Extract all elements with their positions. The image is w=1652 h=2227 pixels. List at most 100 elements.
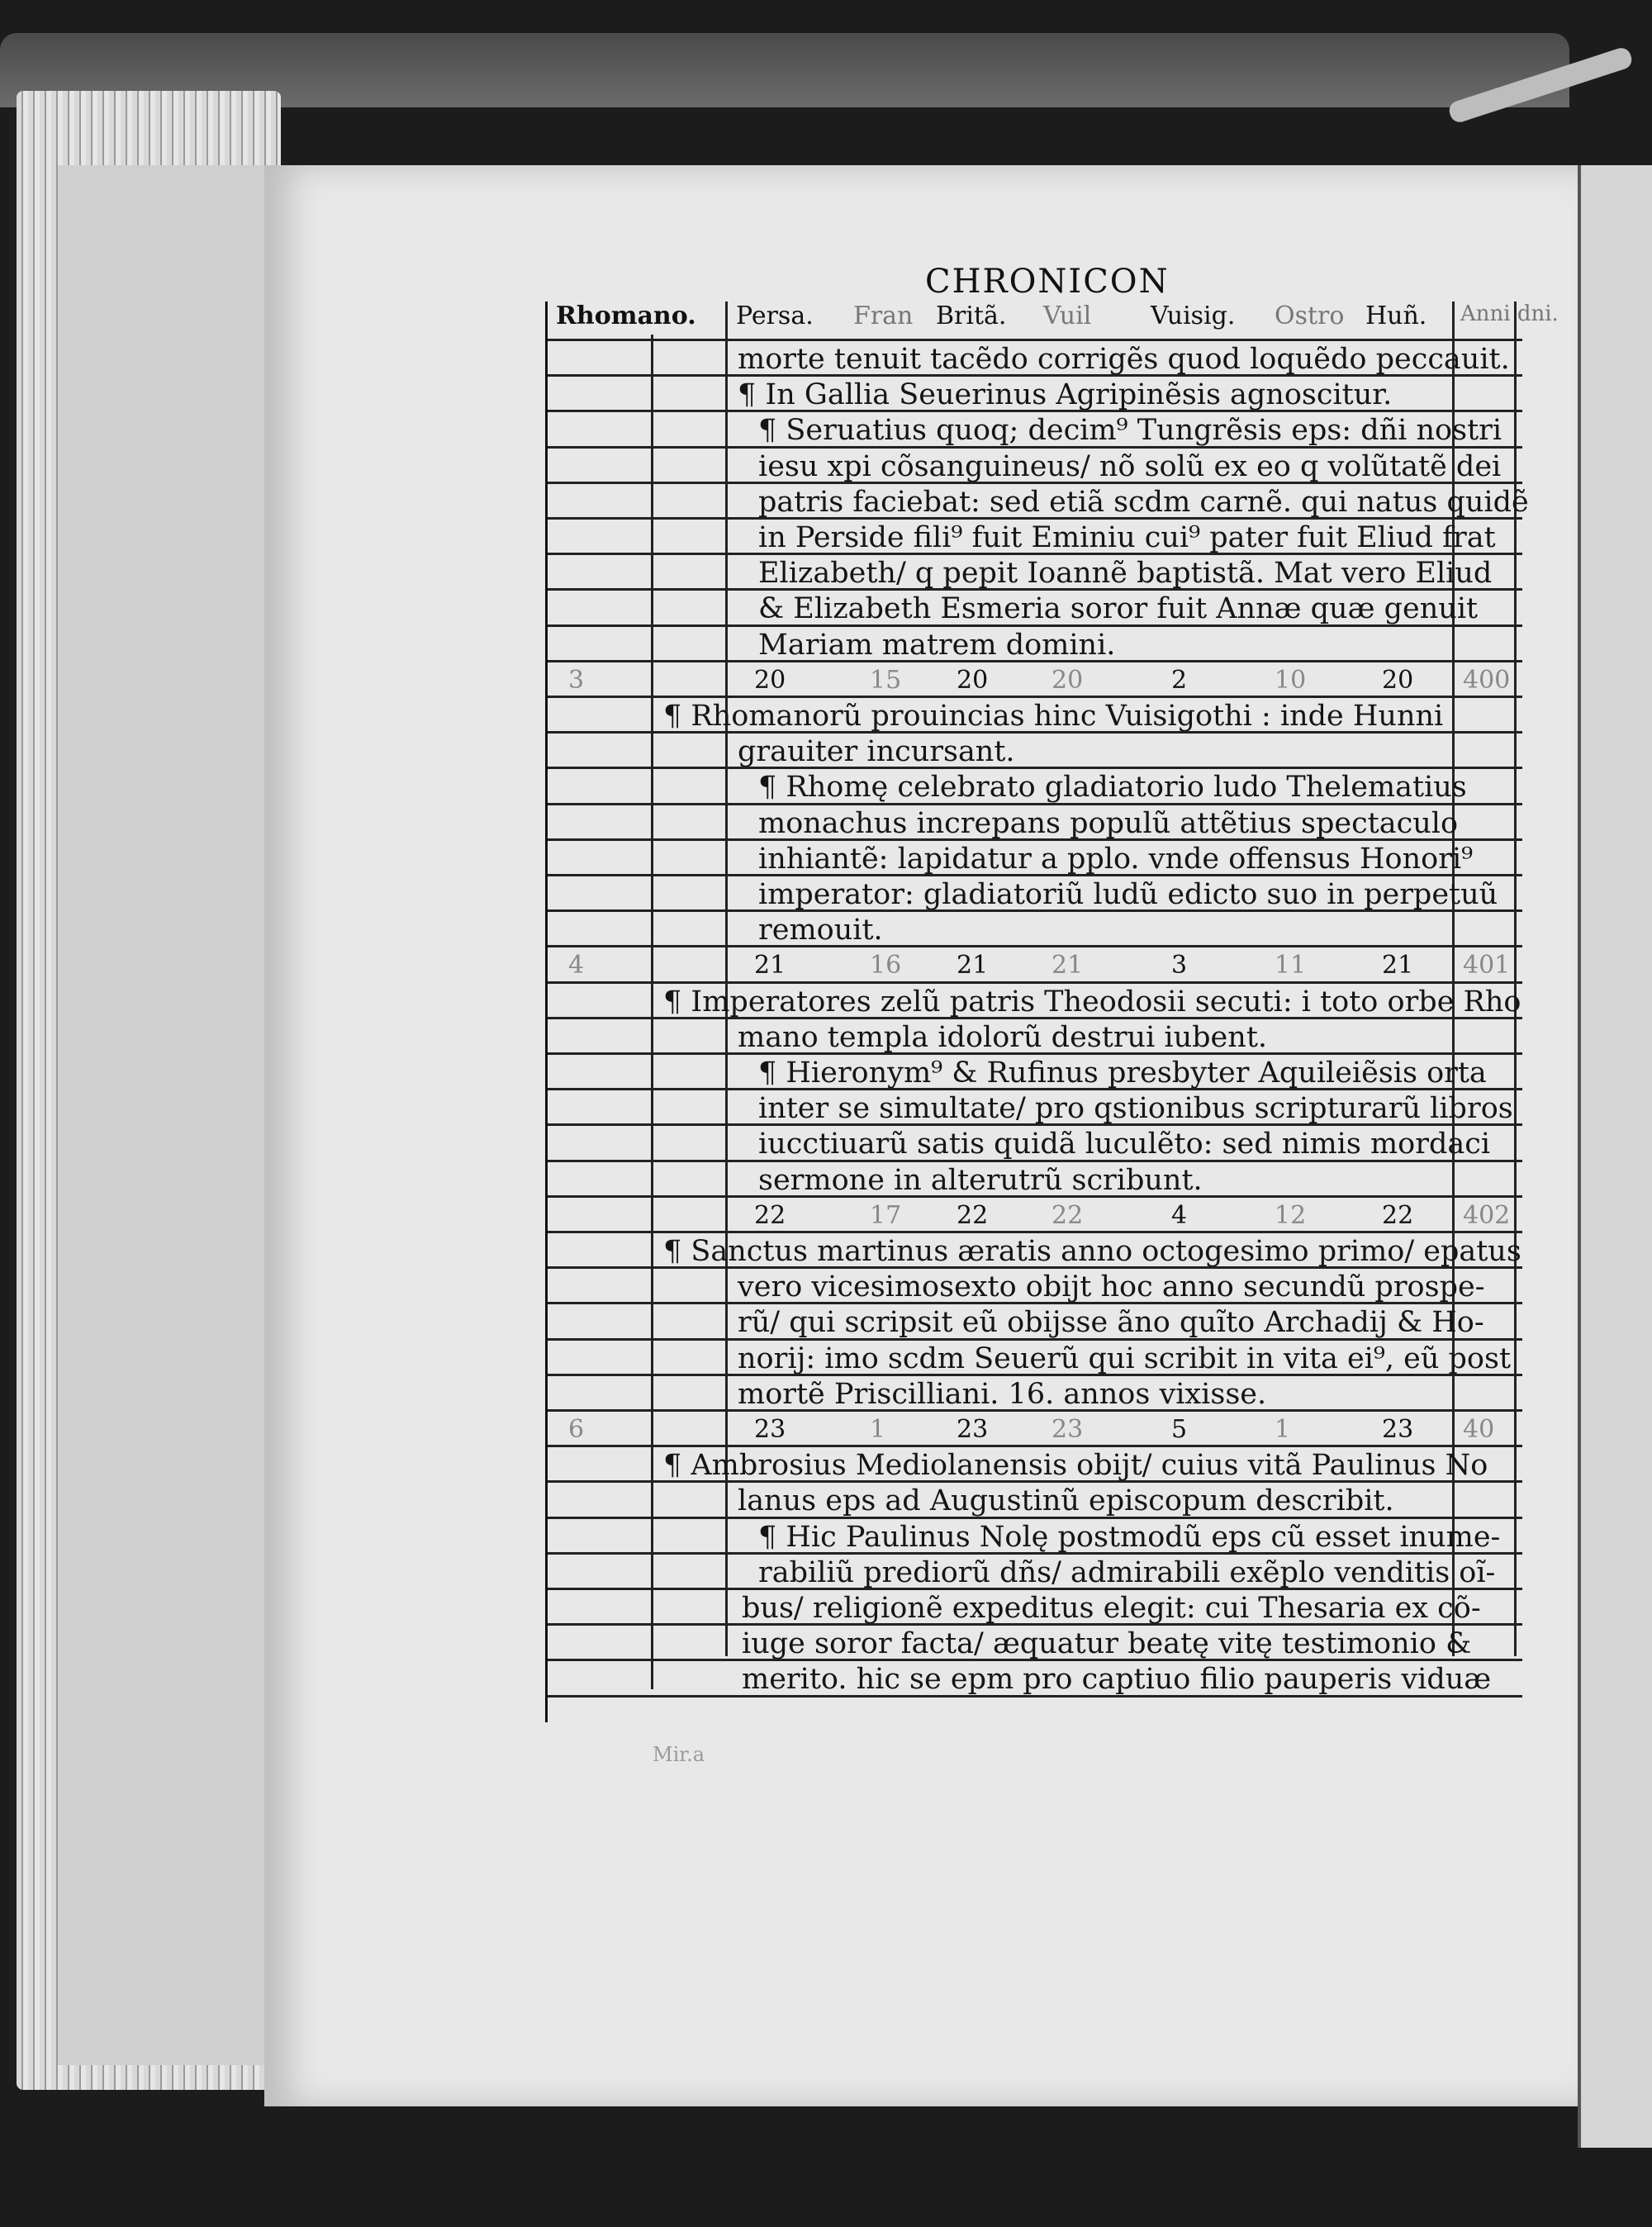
column-header-vuil: Vuil <box>1043 302 1092 330</box>
text-line: bus/ religionẽ expeditus elegit: cui The… <box>742 1592 1481 1625</box>
year-number: 20 <box>957 665 989 695</box>
year-number: 21 <box>754 951 786 981</box>
column-header-vuisig: Vuisig. <box>1151 302 1236 330</box>
column-header-brita: Britã. <box>936 302 1007 330</box>
running-head: CHRONICON <box>925 263 1170 301</box>
text-line: ¶ Rhomę celebrato gladiatorio ludo Thele… <box>758 771 1467 805</box>
row-rule <box>548 1551 1522 1555</box>
text-line: vero vicesimosexto obijt hoc anno secund… <box>738 1270 1485 1304</box>
row-rule <box>548 624 1522 627</box>
text-line: ¶ Imperatores zelũ patris Theodosii secu… <box>663 985 1521 1019</box>
text-line: in Perside fili⁹ fuit Eminiu cui⁹ pater … <box>758 521 1496 554</box>
year-number: 2 <box>1171 665 1188 695</box>
row-rule <box>548 1588 1522 1590</box>
row-rule <box>548 1373 1522 1376</box>
year-number: 11 <box>1275 951 1307 981</box>
text-line: rũ/ qui scripsit eũ obijsse ãno quĩto Ar… <box>738 1306 1484 1340</box>
row-rule <box>548 1266 1522 1270</box>
left-page-edge <box>58 165 275 2065</box>
text-line: ¶ Hieronym⁹ & Rufinus presbyter Aquileiẽ… <box>758 1057 1487 1090</box>
text-line: Mariam matrem domini. <box>758 628 1116 662</box>
text-line: merito. hic se epm pro captiuo filio pau… <box>742 1663 1492 1697</box>
year-number: 23 <box>1382 1415 1414 1444</box>
text-line: iucctiuarũ satis quidã luculẽto: sed nim… <box>758 1128 1491 1161</box>
column-rule <box>651 335 653 1689</box>
row-rule <box>548 1159 1522 1162</box>
year-number: 22 <box>1051 1200 1084 1230</box>
facing-page-edge <box>1578 165 1652 2148</box>
text-line: iuge soror facta/ æquatur beatę vitę tes… <box>742 1627 1472 1661</box>
text-line: Elizabeth/ q pepit Ioannẽ baptistã. Mat … <box>758 557 1493 591</box>
row-rule <box>548 517 1522 520</box>
column-header-ostro: Ostro <box>1275 302 1345 330</box>
text-line: remouit. <box>758 914 883 947</box>
year-number: 1 <box>1275 1415 1291 1444</box>
row-rule <box>548 731 1522 734</box>
column-header-persa: Persa. <box>736 302 814 330</box>
year-number: 1 <box>870 1415 886 1444</box>
row-rule <box>548 981 1522 984</box>
row-rule <box>548 1194 1522 1198</box>
row-rule <box>548 1337 1522 1341</box>
year-number: 40 <box>1463 1415 1495 1444</box>
row-rule <box>548 1480 1522 1484</box>
book-page <box>264 165 1578 2106</box>
text-line: lanus eps ad Augustinũ episcopum describ… <box>738 1484 1394 1518</box>
year-number: 22 <box>957 1200 989 1230</box>
year-number: 20 <box>1051 665 1084 695</box>
text-line: & Elizabeth Esmeria soror fuit Annæ quæ … <box>758 592 1479 626</box>
text-line: rabiliũ prediorũ dñs/ admirabili exẽplo … <box>758 1555 1496 1589</box>
year-number: 401 <box>1463 951 1511 981</box>
row-rule <box>548 588 1522 591</box>
row-rule <box>548 1016 1522 1019</box>
column-header-anni: Anni dni. <box>1460 302 1559 326</box>
text-line: ¶ Rhomanorũ prouincias hinc Vuisigothi :… <box>663 700 1444 733</box>
text-line: ¶ In Gallia Seuerinus Agripinẽsis agnosc… <box>738 378 1393 412</box>
text-line: ¶ Seruatius quoq; decim⁹ Tungrẽsis eps: … <box>758 414 1502 448</box>
column-header-fran: Fran <box>853 302 914 330</box>
row-rule <box>548 802 1522 805</box>
year-number: 402 <box>1463 1200 1511 1230</box>
row-rule <box>548 909 1522 913</box>
row-rule <box>548 767 1522 770</box>
row-rule <box>548 838 1522 841</box>
text-line: patris faciebat: sed etiã scdm carnẽ. qu… <box>758 485 1529 519</box>
year-number: 10 <box>1275 665 1307 695</box>
year-number: 20 <box>754 665 786 695</box>
column-rule <box>1452 302 1455 1656</box>
row-rule <box>548 1088 1522 1091</box>
row-rule <box>548 659 1522 662</box>
text-line: ¶ Hic Paulinus Nolę postmodũ eps cũ esse… <box>758 1520 1501 1554</box>
year-number: 21 <box>1382 951 1414 981</box>
year-number: 16 <box>870 951 902 981</box>
text-line: inter se simultate/ pro qstionibus scrip… <box>758 1092 1513 1126</box>
year-number: 23 <box>1051 1415 1084 1444</box>
text-line: norij: imo scdm Seuerũ qui scribit in vi… <box>738 1341 1512 1375</box>
row-rule <box>548 481 1522 484</box>
year-number: 400 <box>1463 665 1511 695</box>
year-number: 20 <box>1382 665 1414 695</box>
text-line: imperator: gladiatoriũ ludũ edicto suo i… <box>758 878 1498 911</box>
text-line: morte tenuit tacẽdo corrigẽs quod loquẽd… <box>738 343 1510 376</box>
row-rule <box>548 1123 1522 1127</box>
year-number: 6 <box>568 1415 585 1444</box>
text-line: ¶ Sanctus martinus æratis anno octogesim… <box>663 1235 1521 1268</box>
year-number: 17 <box>870 1200 902 1230</box>
text-line: ¶ Ambrosius Mediolanensis obijt/ cuius v… <box>663 1449 1488 1483</box>
row-rule <box>548 945 1522 948</box>
year-number: 4 <box>568 951 585 981</box>
row-rule <box>548 1516 1522 1519</box>
row-rule <box>548 1623 1522 1626</box>
year-number: 3 <box>568 665 585 695</box>
year-number: 5 <box>1171 1415 1188 1444</box>
text-line: monachus increpans populũ attẽtius spect… <box>758 806 1459 840</box>
row-rule <box>548 1409 1522 1412</box>
column-header-rhomano: Rhomano. <box>556 302 696 330</box>
row-rule <box>548 874 1522 876</box>
year-number: 22 <box>754 1200 786 1230</box>
row-rule <box>548 445 1522 449</box>
year-number: 23 <box>754 1415 786 1444</box>
row-rule <box>548 339 1522 341</box>
text-line: iesu xpi cõsanguineus/ nõ solũ ex eo q v… <box>758 449 1502 483</box>
row-rule <box>548 374 1522 377</box>
